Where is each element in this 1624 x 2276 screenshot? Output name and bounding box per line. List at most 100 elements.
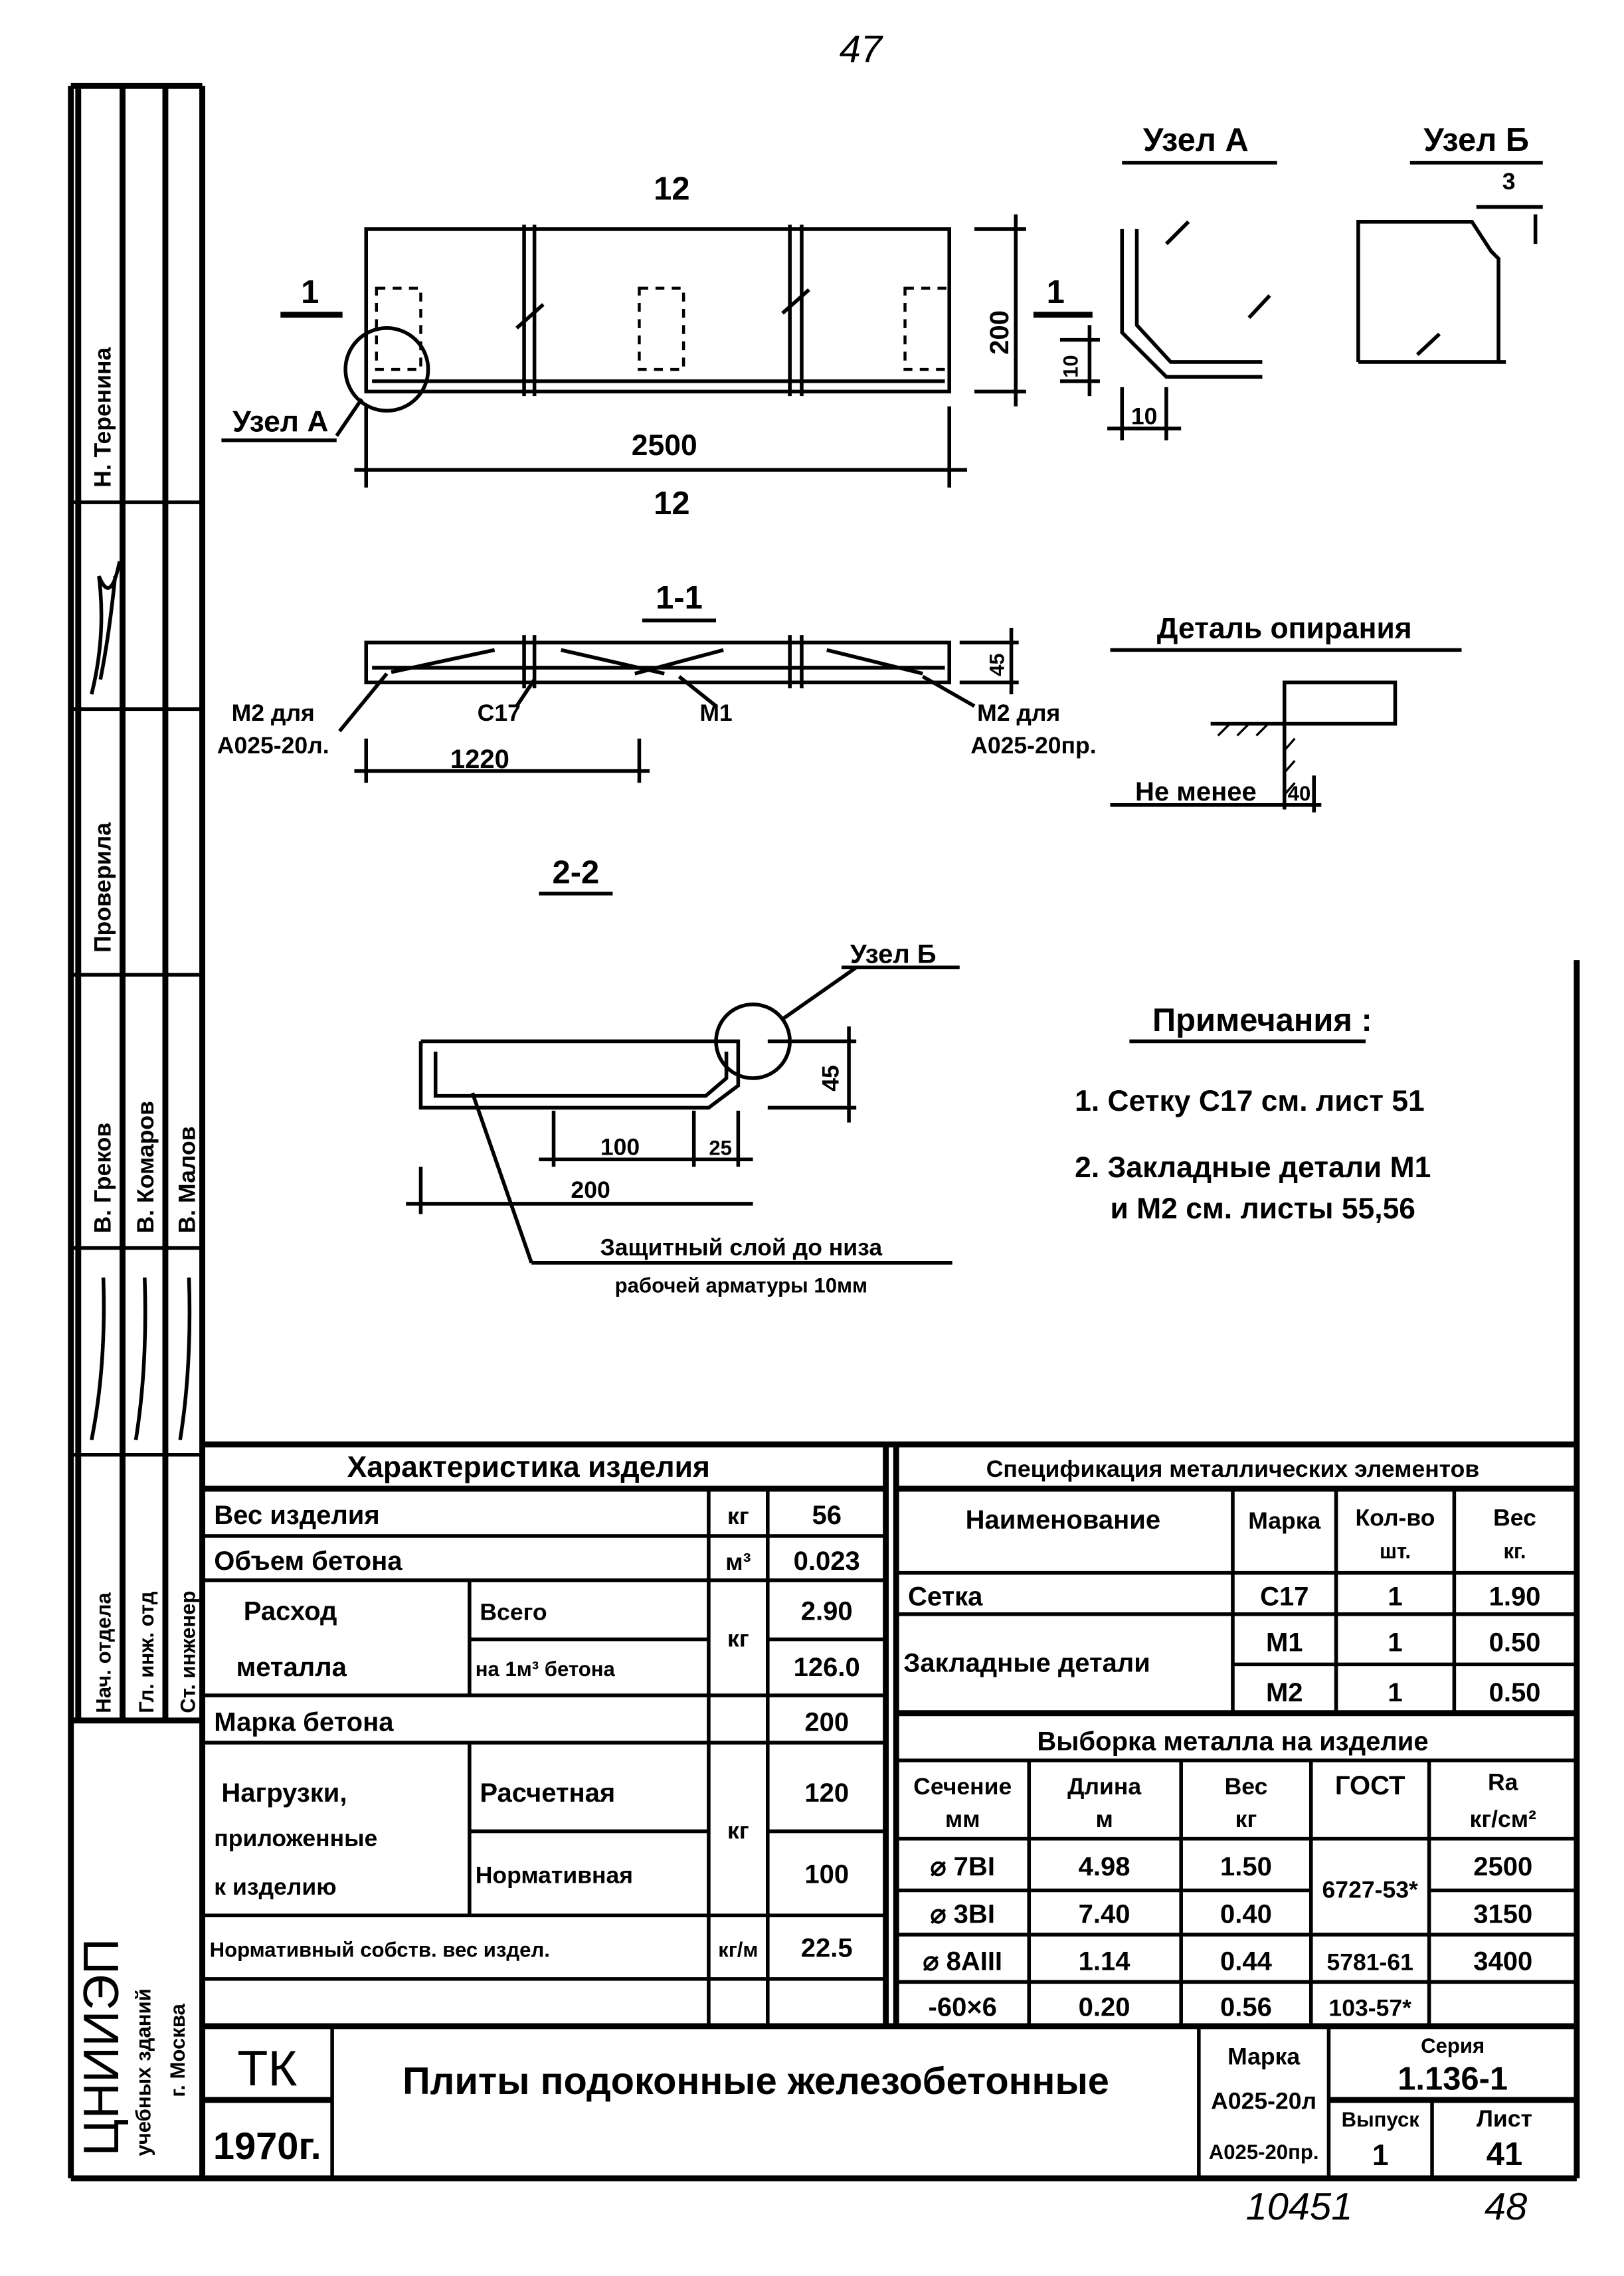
metal-selection-title: Выборка металла на изделие <box>1037 1727 1428 1756</box>
sheet-label: Лист <box>1477 2105 1532 2132</box>
characteristics-title: Характеристика изделия <box>347 1451 710 1483</box>
mark-label: Марка <box>1227 2043 1300 2070</box>
m1-label: М1 <box>699 700 732 726</box>
cell-label: металла <box>236 1653 347 1682</box>
cover-note: Защитный слой до низа <box>600 1234 882 1261</box>
node-a-label: Узел А <box>232 405 328 438</box>
m2-right-mark: А025-20пр. <box>970 732 1096 759</box>
mark-value: А025-20л <box>1211 2087 1316 2114</box>
org-logo: ЦНИИЭП <box>74 1939 130 2156</box>
cell-name: Закладные детали <box>903 1649 1150 1678</box>
section-mark: 1 <box>1047 274 1065 310</box>
cell-unit: кг <box>727 1818 749 1844</box>
issue-value: 1 <box>1372 2139 1389 2172</box>
support-detail-title: Деталь опирания <box>1157 613 1412 645</box>
org-subtitle: учебных зданий <box>132 1988 155 2156</box>
dim-25: 25 <box>709 1137 732 1160</box>
cell-label: Нормативная <box>476 1861 633 1888</box>
node-a-title: Узел А <box>1143 122 1249 158</box>
note-item: и М2 см. листы 55,56 <box>1110 1192 1415 1225</box>
title-code: ТК <box>237 2041 297 2097</box>
archive-number: 10451 <box>1246 2186 1353 2228</box>
cell-qty: 1 <box>1388 1678 1402 1707</box>
notes-title: Примечания : <box>1152 1002 1372 1038</box>
length-dimension: 2500 <box>632 429 697 462</box>
signature-stamp: Н. Теренина Проверила В. Греков В. Комар… <box>70 86 203 2156</box>
dim-1220: 1220 <box>450 745 509 774</box>
stamp-name: В. Малов <box>173 1126 200 1233</box>
table-row: ⌀ 7BI 4.98 1.50 6727-53* 2500 <box>930 1852 1532 1903</box>
mark-value: А025-20пр. <box>1209 2140 1319 2164</box>
cell-value: 200 <box>804 1707 849 1737</box>
cell-qty: 1 <box>1388 1582 1402 1611</box>
cell-length: 1.14 <box>1079 1947 1131 1976</box>
page-number: 47 <box>840 29 883 71</box>
cell-label: Расход <box>244 1597 337 1626</box>
m2-left-mark: А025-20л. <box>217 732 329 759</box>
node-a-detail: Узел А 10 <box>1107 122 1277 440</box>
section-mark: 1 <box>301 274 319 310</box>
cell-unit: кг/м <box>718 1939 758 1962</box>
cell-gost: 103-57* <box>1328 1994 1411 2021</box>
series-label: Серия <box>1421 2034 1485 2057</box>
notes: Примечания : 1. Сетку С17 см. лист 51 2.… <box>1075 1002 1431 1225</box>
issue-label: Выпуск <box>1342 2108 1420 2131</box>
cell-unit: кг <box>727 1626 749 1652</box>
title-text: Плиты подоконные железобетонные <box>403 2060 1109 2103</box>
cell-value: 100 <box>804 1859 849 1889</box>
dim-10: 10 <box>1131 403 1158 429</box>
cell-label: Всего <box>480 1599 547 1626</box>
node-b-title: Узел Б <box>1423 122 1529 158</box>
cell-weight: 0.50 <box>1489 1678 1541 1707</box>
elevation-view: 12 1 1 Узел А 2500 12 200 10 <box>221 171 1100 522</box>
cell-value: 56 <box>812 1501 842 1530</box>
cell-name: Сетка <box>908 1582 983 1611</box>
cell-value: 126.0 <box>794 1653 860 1682</box>
column-header: кг. <box>1503 1539 1526 1563</box>
cell-section: -60×6 <box>929 1992 997 2022</box>
series-value: 1.136-1 <box>1398 2061 1508 2097</box>
title-block: ТК 1970г. Плиты подоконные железобетонны… <box>202 2026 1577 2178</box>
cell-weight: 0.50 <box>1489 1628 1541 1657</box>
column-header: кг <box>1235 1806 1257 1832</box>
org-city: г. Москва <box>166 2003 189 2097</box>
column-header: Вес <box>1225 1773 1268 1800</box>
dim-3: 3 <box>1502 168 1516 195</box>
cell-value: 2.90 <box>801 1597 853 1626</box>
column-header: Кол-во <box>1355 1504 1435 1531</box>
min-label: Не менее <box>1135 777 1257 806</box>
note-item: 1. Сетку С17 см. лист 51 <box>1075 1085 1425 1117</box>
height-dimension: 200 <box>985 310 1014 355</box>
dim-45: 45 <box>818 1065 844 1091</box>
min-value: 40 <box>1288 782 1311 805</box>
note-item: 2. Закладные детали М1 <box>1075 1151 1431 1184</box>
column-header: Наименование <box>966 1505 1160 1535</box>
metal-selection-table: Выборка металла на изделие Сечение мм Дл… <box>896 1727 1577 2026</box>
frame <box>68 82 1580 2182</box>
node-b-detail: Узел Б 3 <box>1356 122 1543 364</box>
cell-weight: 1.90 <box>1489 1582 1541 1611</box>
support-detail: Деталь опирания Не менее 40 <box>1110 613 1462 812</box>
specification-table: Спецификация металлических элементов Наи… <box>896 1456 1577 1717</box>
cell-label: на 1м³ бетона <box>476 1658 616 1681</box>
cell-value: 22.5 <box>801 1934 853 1963</box>
cell-ra: 3400 <box>1473 1947 1532 1976</box>
stamp-role: Гл. инж. отд <box>135 1591 158 1713</box>
cell-mark: М1 <box>1266 1628 1303 1657</box>
cell-value: 0.023 <box>794 1547 860 1576</box>
stamp-name: Н. Теренина <box>90 347 116 487</box>
cell-label: Расчетная <box>480 1778 615 1808</box>
cell-qty: 1 <box>1388 1628 1402 1657</box>
signature <box>90 561 122 695</box>
column-header: кг/см² <box>1470 1806 1537 1832</box>
cell-length: 4.98 <box>1079 1852 1130 1881</box>
sheet-number: 48 <box>1485 2186 1527 2228</box>
column-header: Длина <box>1067 1773 1141 1800</box>
table-row: -60×6 0.20 0.56 103-57* <box>929 1992 1412 2022</box>
cell-gost: 6727-53* <box>1322 1877 1418 1903</box>
cover-note: рабочей арматуры 10мм <box>615 1274 867 1297</box>
cell-label: к изделию <box>214 1873 336 1900</box>
cell-unit: м³ <box>725 1549 751 1575</box>
cell-label: Марка бетона <box>214 1707 394 1737</box>
specification-title: Спецификация металлических элементов <box>986 1456 1479 1482</box>
